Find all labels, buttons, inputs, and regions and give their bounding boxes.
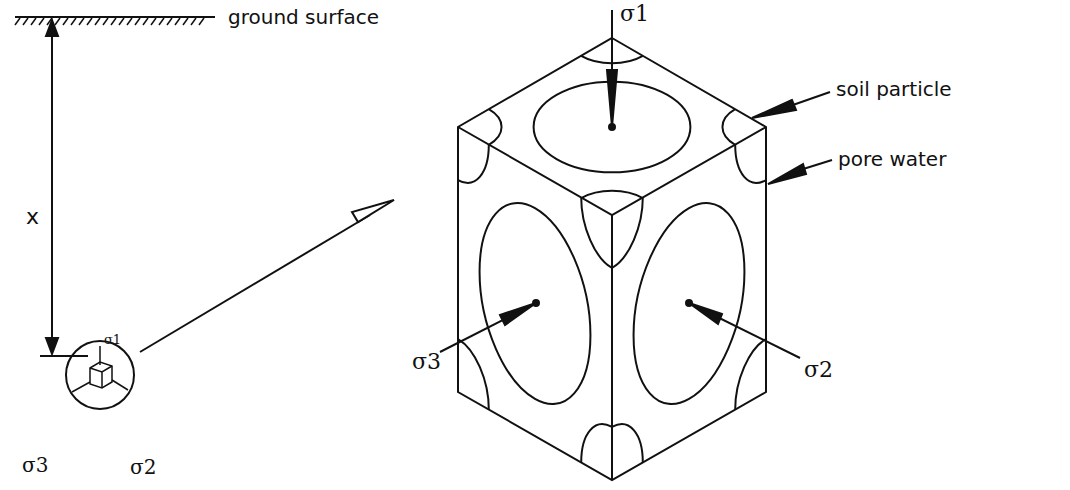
- part-label: pore water: [838, 148, 946, 170]
- ground-hatching: [15, 18, 204, 25]
- stress-label: σ3: [22, 454, 48, 476]
- soil-cube: [396, 2, 827, 490]
- stress-label: σ1: [620, 2, 649, 26]
- enlargement-arrow: [140, 200, 394, 352]
- stress-label: σ2: [130, 456, 156, 478]
- ground-line: [15, 16, 215, 18]
- depth-label: x: [26, 205, 39, 229]
- ground-surface-label: ground surface: [228, 6, 379, 28]
- depth-dimension: [51, 22, 53, 352]
- small-cube: [72, 346, 128, 392]
- element-circle: [66, 341, 134, 409]
- depth-level-line: [40, 355, 88, 357]
- part-label: soil particle: [836, 78, 952, 100]
- arrowhead: [46, 20, 58, 36]
- stress-label: σ1: [104, 333, 121, 347]
- leader-arrow: [752, 92, 832, 184]
- stress-label: σ2: [804, 358, 833, 382]
- arrowhead: [46, 338, 58, 354]
- stress-axis: [440, 10, 800, 358]
- stress-label: σ3: [412, 350, 441, 374]
